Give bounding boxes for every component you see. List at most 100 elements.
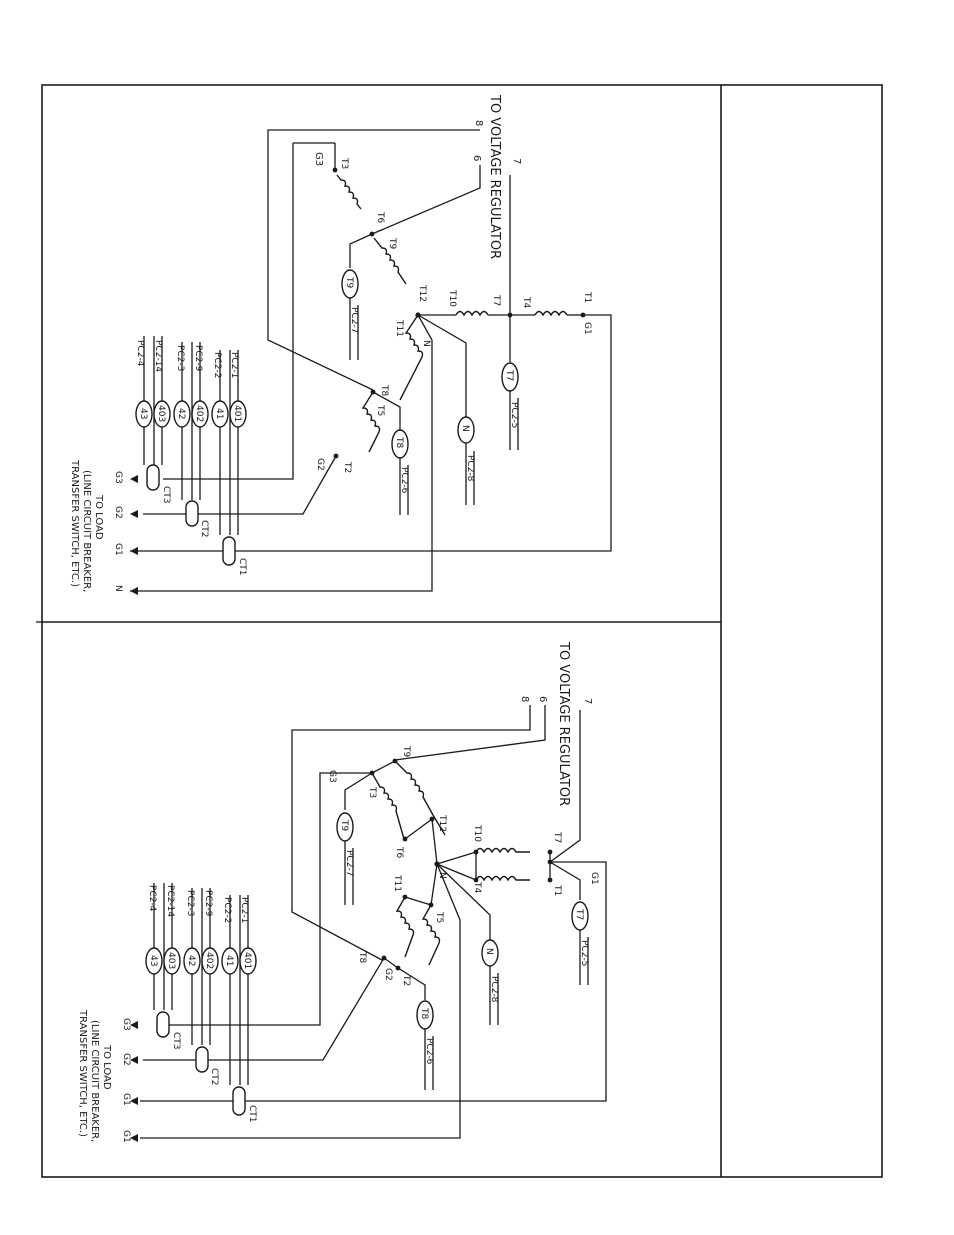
top-wire-6-label: 6 [471, 155, 482, 161]
top-t10-label: T10 [447, 289, 457, 307]
top-t4-label: T4 [521, 296, 531, 308]
top-g1-label: G1 [582, 322, 592, 335]
bottom-load-detail-1: (LINE CIRCUIT BREAKER, [89, 1020, 100, 1142]
bottom-wire-8 [291, 705, 531, 961]
bottom-ct-pin-6: PC2-4 [147, 885, 157, 912]
bottom-wire-7 [549, 710, 581, 863]
top-t6-label: T6 [375, 211, 385, 223]
bottom-coil-t11-t8 [395, 896, 415, 958]
bottom-coil-t3-t6 [371, 772, 405, 840]
bottom-wire-6 [394, 705, 546, 761]
top-wiring-diagram: TO VOLTAGE REGULATOR 7 8 6 G3 T3 T6 T9 P… [69, 94, 612, 595]
bottom-t9-pc-ref: PC2-7 [344, 850, 354, 876]
bottom-wiring-diagram: TO VOLTAGE REGULATOR 7 6 8 T9 T3 T12 T6 … [77, 641, 607, 1143]
top-ct-pin-5: PC2-14 [153, 340, 163, 372]
top-g2-label: G2 [315, 458, 325, 471]
bottom-t12-label: T12 [437, 814, 447, 832]
top-n-label: N [421, 340, 431, 347]
bottom-g3-wire [163, 772, 372, 1026]
bottom-ct-oval-402: 402 [204, 952, 214, 969]
top-t1-label: T1 [582, 291, 592, 303]
bottom-ct-pin-1: PC2-1 [239, 897, 249, 923]
top-ct-pin-4: PC2-3 [175, 345, 185, 371]
top-neutral-wire [130, 314, 433, 592]
top-t8-label: T8 [379, 384, 389, 396]
bottom-t7-pc-ref: PC2-5 [579, 940, 589, 966]
bottom-n-pc-ref: PC2-8 [489, 976, 499, 1003]
top-load-g3: G3 [113, 471, 123, 484]
bottom-t7-lead [549, 861, 581, 900]
top-ct2 [185, 500, 199, 527]
top-ct1-label: CT1 [237, 558, 247, 576]
bottom-g3-label: G3 [327, 770, 337, 783]
bottom-g1-label: G1 [589, 872, 599, 885]
top-load-detail-2: TRANSFER SWITCH, ETC.) [69, 459, 80, 587]
bottom-t9-label: T9 [401, 745, 411, 757]
bottom-t1-label: T1 [552, 884, 562, 896]
top-ct-oval-42: 42 [176, 408, 186, 419]
bottom-wire-7-label: 7 [582, 698, 593, 704]
bottom-t8-pc-ref: PC2-6 [424, 1038, 434, 1065]
bottom-coil-t10-t7 [475, 847, 530, 854]
bottom-neutral-wire [140, 863, 461, 1139]
bottom-t8-lead [397, 967, 426, 1000]
top-coil-t9-t12 [373, 237, 407, 285]
bottom-n-oval-label: N [484, 948, 494, 955]
bottom-t9-oval-label: T9 [339, 819, 349, 831]
bottom-ct-pin-5: PC2-14 [165, 885, 175, 917]
bottom-ct2-label: CT2 [209, 1068, 219, 1086]
top-t8-pc-ref: PC2-6 [399, 467, 409, 494]
top-coil-t10-t7 [455, 310, 489, 317]
top-coil-t3-t6 [336, 174, 362, 210]
top-t7-label: T7 [491, 294, 501, 306]
top-t3-label: T3 [339, 157, 349, 169]
bottom-ct2 [195, 1046, 209, 1073]
top-t9-pc-ref: PC2-7 [349, 307, 359, 333]
top-n-pc-ref: PC2-8 [465, 455, 475, 482]
bottom-coil-t5-t2 [421, 904, 441, 966]
top-ct-oval-402: 402 [194, 405, 204, 422]
top-g3-label: G3 [313, 152, 324, 166]
top-g2-wire [143, 455, 337, 515]
top-n-lead [417, 314, 467, 417]
top-ct-pin-group: PC2-1 PC2-2 PC2-9 PC2-3 PC2-14 PC2-4 401… [135, 336, 247, 576]
bottom-ct1 [232, 1086, 246, 1116]
top-t11-label: T11 [394, 319, 404, 337]
top-ct-oval-41: 41 [214, 408, 224, 419]
bottom-ct1-label: CT1 [247, 1105, 257, 1123]
bottom-load-g3: G3 [121, 1018, 131, 1031]
bottom-t4-label: T4 [472, 881, 482, 893]
top-wire-8-label: 8 [473, 120, 484, 126]
top-wire-7-label: 7 [511, 158, 522, 164]
top-ct1 [222, 536, 236, 566]
top-t9-label: T9 [387, 237, 397, 249]
top-ct-oval-43: 43 [138, 408, 148, 419]
bottom-t7-label: T7 [552, 831, 562, 843]
top-ct-pin-1: PC2-1 [229, 352, 239, 378]
bottom-t3-label: T3 [367, 786, 377, 798]
top-t8-oval-label: T8 [394, 436, 404, 448]
top-ct-oval-401: 401 [232, 405, 242, 422]
top-to-load-label: TO LOAD [93, 494, 104, 540]
bottom-t5-label: T5 [434, 911, 444, 923]
top-ct-oval-403: 403 [156, 405, 166, 422]
top-wire-6 [371, 165, 481, 235]
bottom-ct-oval-41: 41 [224, 955, 234, 966]
top-t7-oval-label: T7 [504, 369, 514, 381]
bottom-t6-label: T6 [394, 846, 404, 858]
top-t12-label: T12 [417, 284, 427, 302]
bottom-ct-oval-42: 42 [186, 955, 196, 966]
bottom-ct-pin-2: PC2-2 [222, 897, 232, 923]
top-coil-t4-t1 [534, 310, 568, 317]
top-t2-label: T2 [342, 461, 352, 473]
top-ct-pin-2: PC2-2 [212, 352, 222, 378]
bottom-t10-label: T10 [472, 824, 482, 842]
bottom-coil-t4-t1 [475, 875, 530, 882]
top-ct2-label: CT2 [199, 520, 209, 538]
top-coil-t11-t8 [399, 314, 424, 401]
bottom-n-lead [436, 863, 491, 940]
bottom-to-voltage-regulator-label: TO VOLTAGE REGULATOR [556, 641, 571, 806]
bottom-t7-oval-label: T7 [574, 908, 584, 920]
bottom-ct-oval-401: 401 [242, 952, 252, 969]
bottom-g1-wire [140, 861, 607, 1102]
